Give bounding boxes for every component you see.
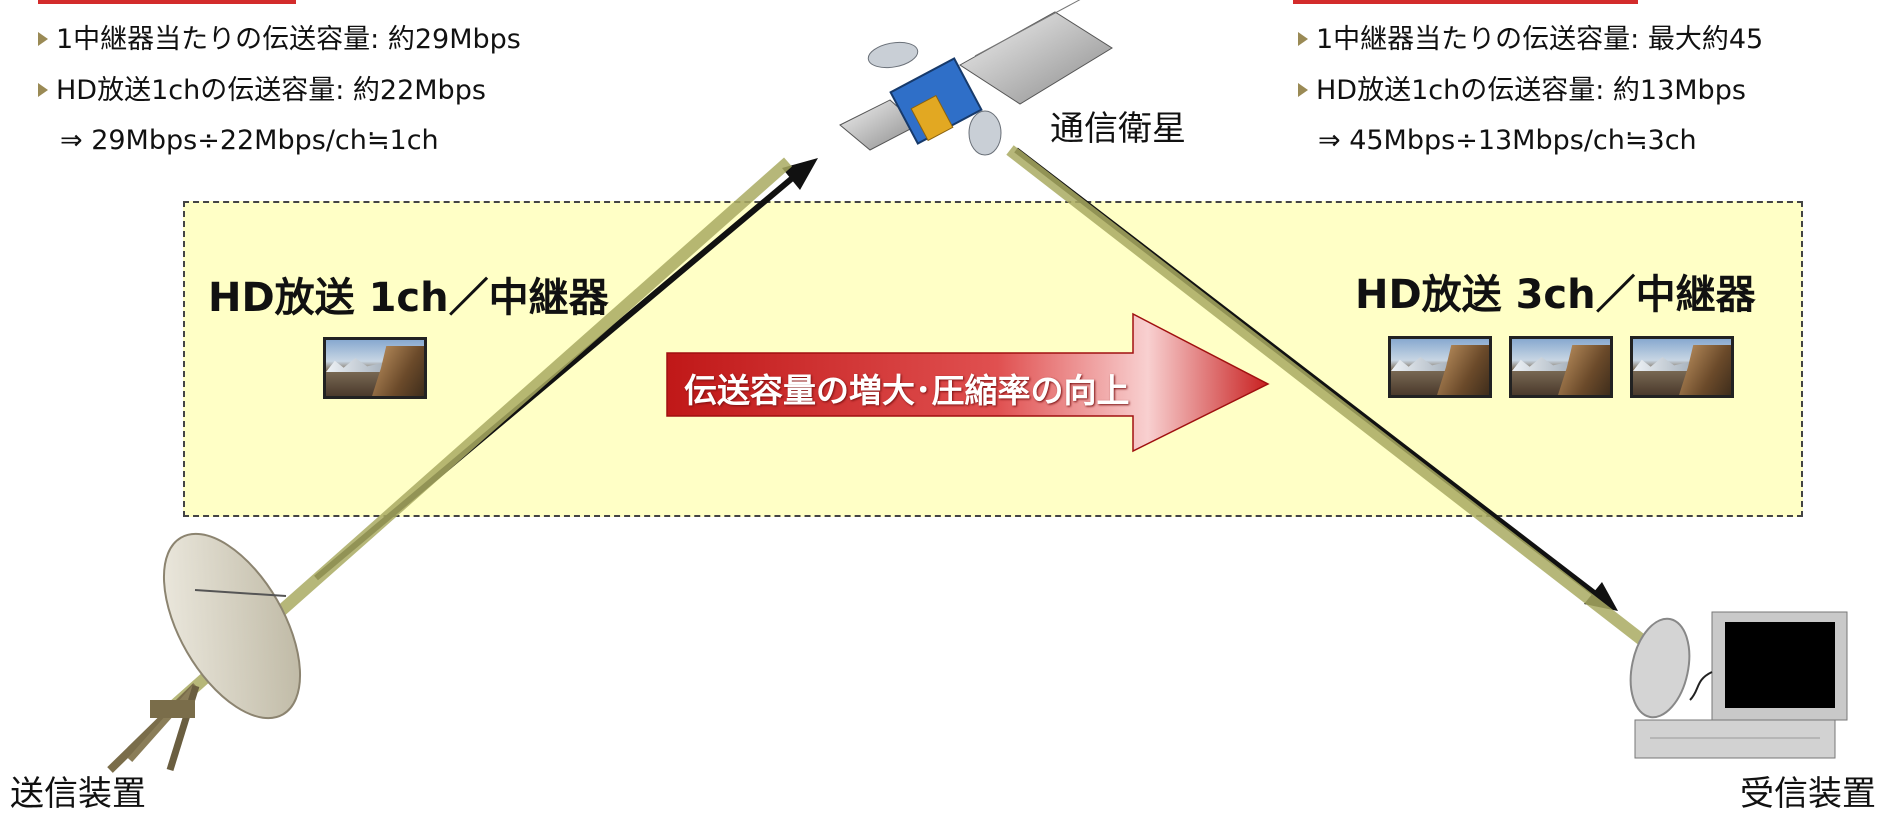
left-header-bar bbox=[38, 0, 296, 4]
satellite-icon bbox=[839, 0, 1113, 156]
right-spec-line-3: ⇒ 45Mbps÷13Mbps/ch≒3ch bbox=[1318, 125, 1697, 156]
left-spec-line-3: ⇒ 29Mbps÷22Mbps/ch≒1ch bbox=[60, 125, 439, 156]
receiver-dish-tv-icon bbox=[1629, 611, 1848, 759]
mountain-thumbnail-icon bbox=[1509, 336, 1613, 398]
transmitter-label: 送信装置 bbox=[10, 774, 146, 813]
capacity-increase-label: 伝送容量の増大･圧縮率の向上 bbox=[684, 371, 1130, 410]
left-spec-line-1: 1中継器当たりの伝送容量: 約29Mbps bbox=[38, 24, 521, 56]
mountain-thumbnail-icon bbox=[323, 337, 427, 399]
left-heading: HD放送 1ch／中継器 bbox=[208, 275, 609, 321]
right-heading: HD放送 3ch／中継器 bbox=[1355, 272, 1756, 318]
right-spec-line-2: HD放送1chの伝送容量: 約13Mbps bbox=[1298, 75, 1746, 107]
left-spec-line-2: HD放送1chの伝送容量: 約22Mbps bbox=[38, 75, 486, 107]
downlink-beam bbox=[1006, 145, 1646, 645]
capacity-increase-arrow bbox=[666, 312, 1270, 453]
bullet-arrow-icon bbox=[38, 82, 48, 97]
satellite-label: 通信衛星 bbox=[1050, 109, 1186, 149]
receiver-label: 受信装置 bbox=[1740, 774, 1876, 813]
right-spec-line-1: 1中継器当たりの伝送容量: 最大約45 bbox=[1298, 24, 1763, 56]
bullet-arrow-icon bbox=[38, 31, 48, 46]
mountain-thumbnail-icon bbox=[1630, 336, 1734, 398]
right-header-bar bbox=[1293, 0, 1638, 4]
bullet-arrow-icon bbox=[1298, 31, 1308, 46]
mountain-thumbnail-icon bbox=[1388, 336, 1492, 398]
transmitter-dish-icon bbox=[107, 532, 302, 773]
bullet-arrow-icon bbox=[1298, 82, 1308, 97]
